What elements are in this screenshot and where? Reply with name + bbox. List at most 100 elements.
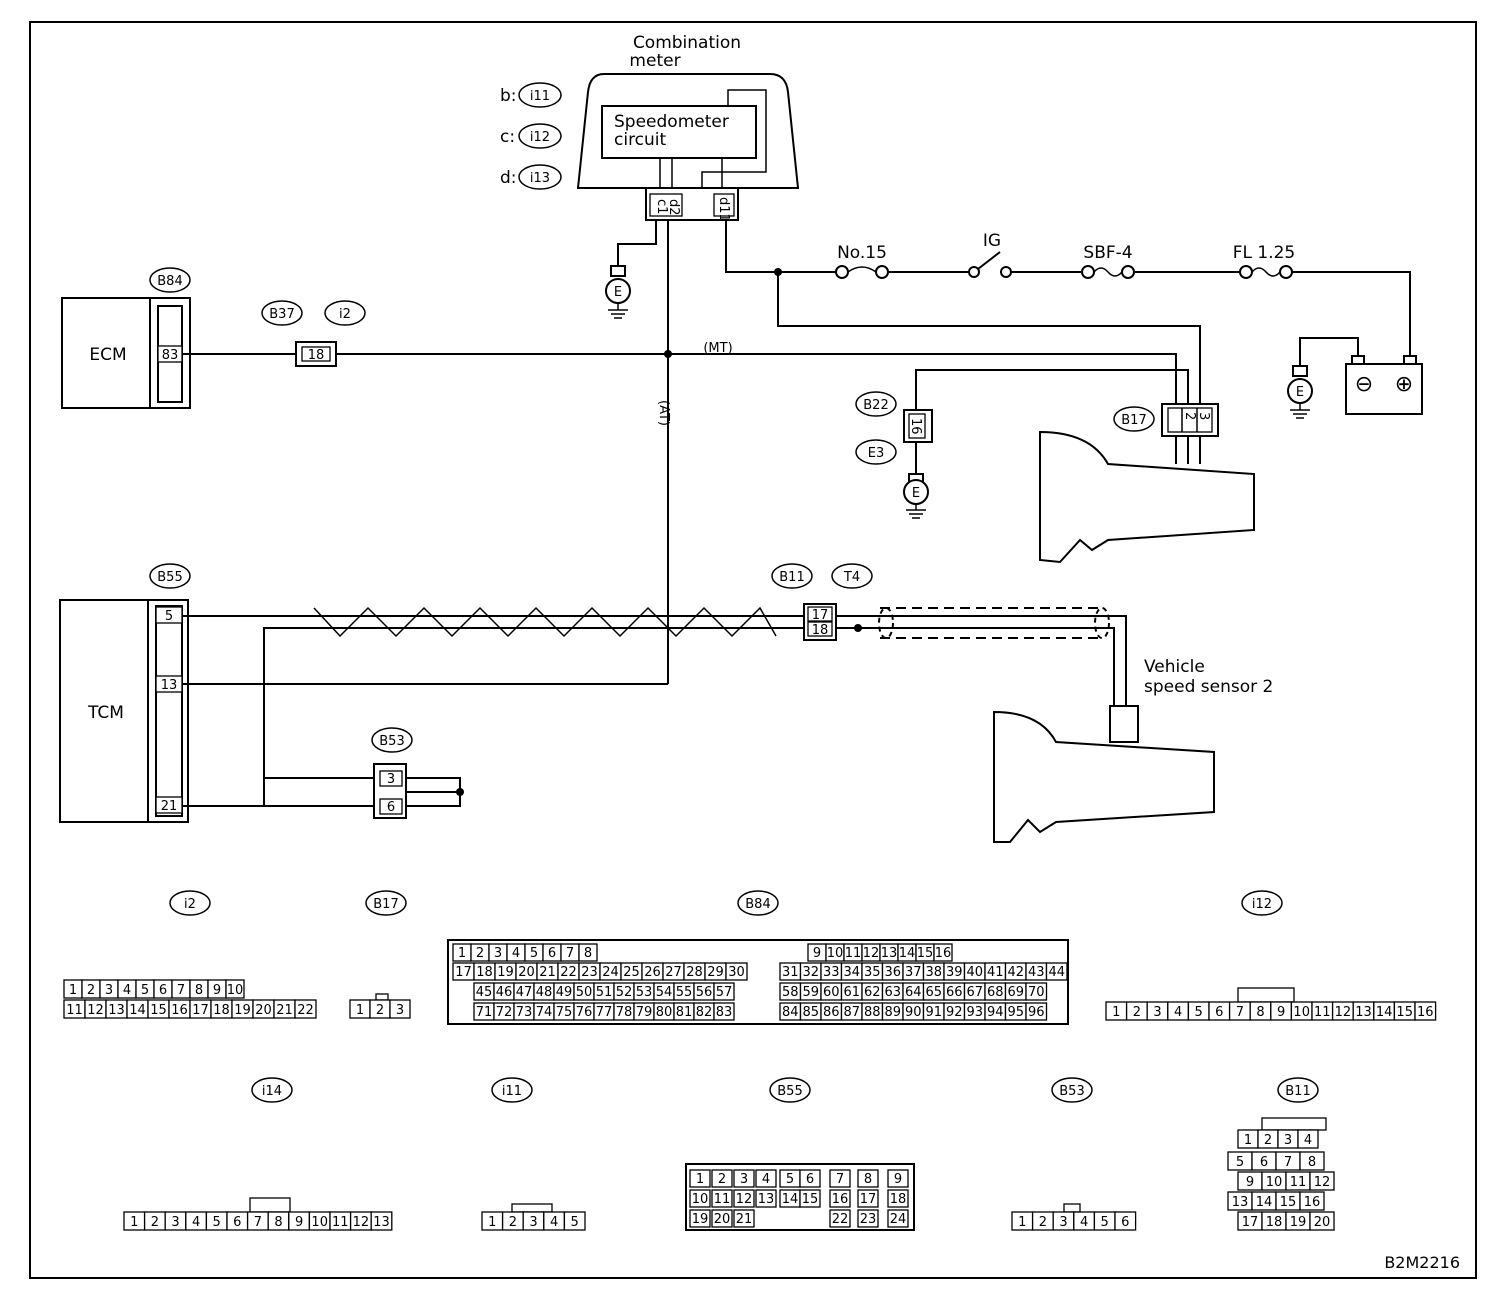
e3-label: E3 <box>868 446 885 461</box>
pin-number: 6 <box>806 1172 814 1187</box>
pin-number: 88 <box>864 1005 881 1020</box>
pin-number: 7 <box>566 946 574 961</box>
pin-number: 9 <box>295 1215 303 1230</box>
conn-i14-oval <box>251 1077 293 1103</box>
pin-number: 68 <box>987 985 1004 1000</box>
meter-internal-line <box>701 89 767 188</box>
b22-label: B22 <box>863 398 888 413</box>
pin-cell <box>829 1169 851 1188</box>
tcm-pin-5: 5 <box>165 609 173 624</box>
conn-i11-label: i11 <box>502 1084 522 1099</box>
pin-number: 7 <box>836 1172 844 1187</box>
pin-number: 17 <box>860 1192 877 1207</box>
b17-label: B17 <box>1121 413 1146 428</box>
pin-number: 1 <box>1112 1005 1120 1020</box>
conn-d-prefix: d: <box>500 168 517 188</box>
speed-sensor-2: Vehicle speed sensor 2 <box>993 657 1273 843</box>
b17-pin-2: 2 <box>1182 412 1197 420</box>
pin-number: 9 <box>894 1172 902 1187</box>
conn-i12-label: i12 <box>1252 897 1272 912</box>
pin-number: 9 <box>1277 1005 1285 1020</box>
pin-number: 4 <box>192 1215 200 1230</box>
pin-number: 6 <box>1121 1215 1129 1230</box>
pin-number: 16 <box>171 1003 188 1018</box>
pin-number: 19 <box>692 1212 709 1227</box>
ig-label: IG <box>983 231 1001 251</box>
pin-cell <box>1025 982 1048 1001</box>
pin-number: 11 <box>332 1215 349 1230</box>
battery <box>1345 363 1423 415</box>
tcm-connector-label: B55 <box>157 570 182 585</box>
pin-number: 3 <box>529 1215 537 1230</box>
pin-number: 77 <box>596 1005 613 1020</box>
tcm-block: B55 5 13 21 TCM <box>59 563 191 823</box>
pin-number: 37 <box>905 965 922 980</box>
pin-cell <box>689 1189 711 1208</box>
pin-number: 67 <box>966 985 983 1000</box>
pin-cell <box>1309 1211 1335 1231</box>
pin-number: 12 <box>353 1215 370 1230</box>
pin-d2: d2 <box>666 199 681 216</box>
conn-b17-label: B17 <box>373 897 398 912</box>
pin-number: 89 <box>884 1005 901 1020</box>
pin-number: 47 <box>516 985 533 1000</box>
pin-number: 6 <box>1215 1005 1223 1020</box>
pin-number: 28 <box>686 965 703 980</box>
pin-number: 8 <box>195 983 203 998</box>
ecm-connector-label: B84 <box>157 274 182 289</box>
pin-cell <box>755 1189 777 1208</box>
pin-number: 4 <box>512 946 520 961</box>
link-pin: 18 <box>308 348 325 363</box>
pin-cell <box>1045 962 1068 981</box>
pin-cell <box>1414 1001 1437 1021</box>
pin-number: 8 <box>1308 1155 1316 1170</box>
pin-number: 7 <box>1284 1155 1292 1170</box>
b22-ground-label: E <box>912 486 920 501</box>
pin-number: 2 <box>718 1172 726 1187</box>
pin-number: 81 <box>676 1005 693 1020</box>
pin-number: 1 <box>458 946 466 961</box>
pin-cell <box>713 1002 735 1021</box>
pin-number: 21 <box>276 1003 293 1018</box>
ecm-signal-wire: B37 i2 18 (MT) <box>182 300 1177 404</box>
pin-number: 18 <box>890 1192 907 1207</box>
pin-number: 84 <box>782 1005 799 1020</box>
pin-cell <box>389 999 411 1019</box>
pin-number: 10 <box>311 1215 328 1230</box>
pin-number: 15 <box>150 1003 167 1018</box>
power-line: No.15 IG SBF-4 FL 1.25 ⊖ ⊕ E <box>725 220 1423 419</box>
b22-pin: 16 <box>908 418 923 435</box>
pin-number: 2 <box>87 983 95 998</box>
pin-number: 12 <box>1314 1175 1331 1190</box>
wire-power-to-b17 <box>777 272 1201 404</box>
pin-number: 10 <box>827 946 844 961</box>
pin-number: 56 <box>696 985 713 1000</box>
conn-i2-label: i2 <box>184 897 196 912</box>
pin-number: 18 <box>1266 1215 1283 1230</box>
battery-plus: ⊕ <box>1395 372 1413 397</box>
b17-upper: B17 2 3 <box>1113 403 1219 464</box>
pin-number: 69 <box>1007 985 1024 1000</box>
ground-label: E <box>614 285 622 300</box>
fl-label: FL 1.25 <box>1233 243 1296 263</box>
pin-number: 12 <box>736 1192 753 1207</box>
twisted-pair <box>182 606 804 806</box>
pin-number: 10 <box>1293 1005 1310 1020</box>
pin-number: 94 <box>987 1005 1004 1020</box>
pin-number: 79 <box>636 1005 653 1020</box>
pin-number: 6 <box>1260 1155 1268 1170</box>
sensor-label-line2: speed sensor 2 <box>1144 677 1273 697</box>
pin-cell <box>225 979 245 999</box>
pin-number: 17 <box>1242 1215 1259 1230</box>
pin-number: 40 <box>966 965 983 980</box>
pin-number: 19 <box>497 965 514 980</box>
